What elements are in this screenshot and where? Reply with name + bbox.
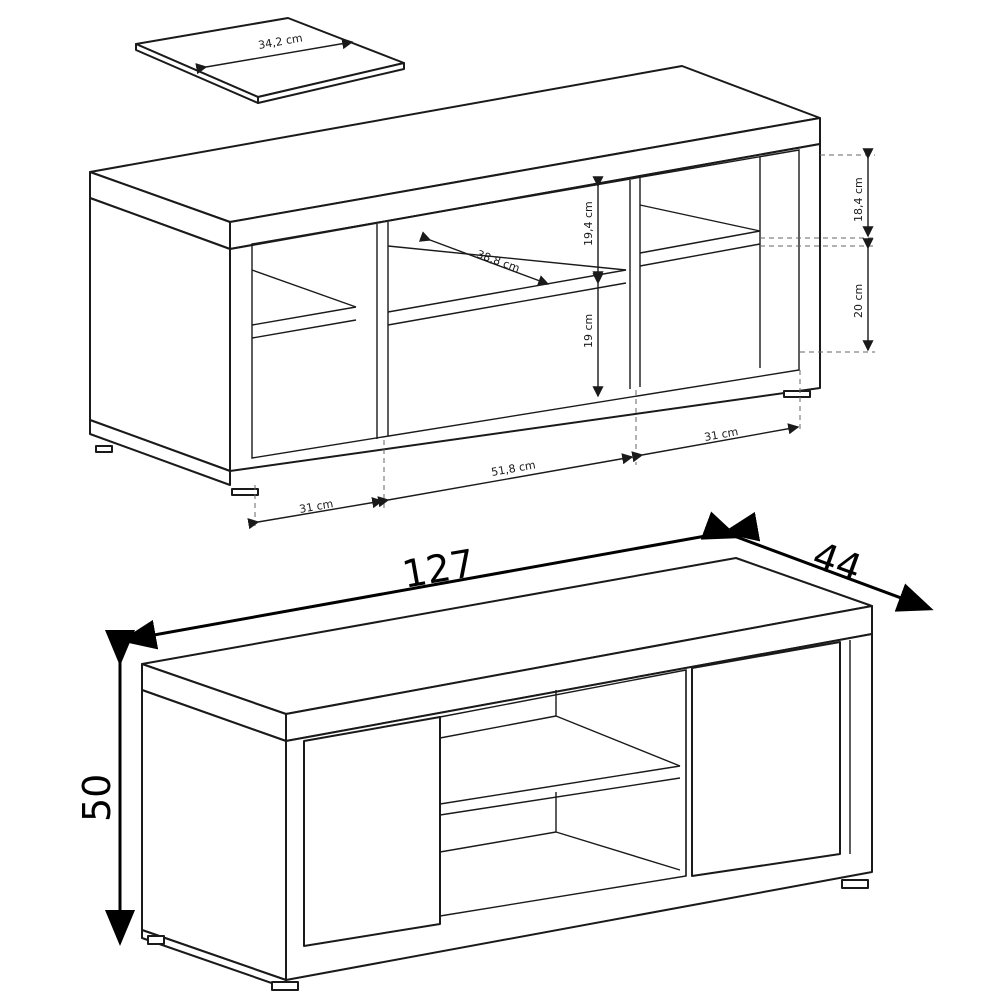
right-upper-height-label: 18,4 cm [852,177,865,222]
overall-width-arrow [120,511,761,650]
overall-height-label: 50 [75,774,119,822]
upper-center-height-label: 19,4 cm [582,201,595,246]
right-width-label: 31 cm [703,425,739,444]
overall-width-label: 127 [399,541,478,597]
shelf-depth-line [418,231,550,286]
lower-center-height-label: 19 cm [582,314,595,348]
right-width-line [631,423,800,463]
right-lower-height-label: 20 cm [852,284,865,318]
center-width-line [377,453,634,508]
loose-shelf-panel: 34,2 cm [135,17,405,104]
open-cabinet-unit: 19,4 cm 19 cm 38,8 cm 18,4 cm 20 cm 31 c… [89,65,875,530]
left-width-label: 31 cm [298,497,334,516]
closed-cabinet-unit: 127 44 50 [75,511,934,991]
overall-depth-arrow [700,511,934,612]
shelf-panel-width-line [195,38,354,75]
center-width-label: 51,8 cm [490,458,536,479]
